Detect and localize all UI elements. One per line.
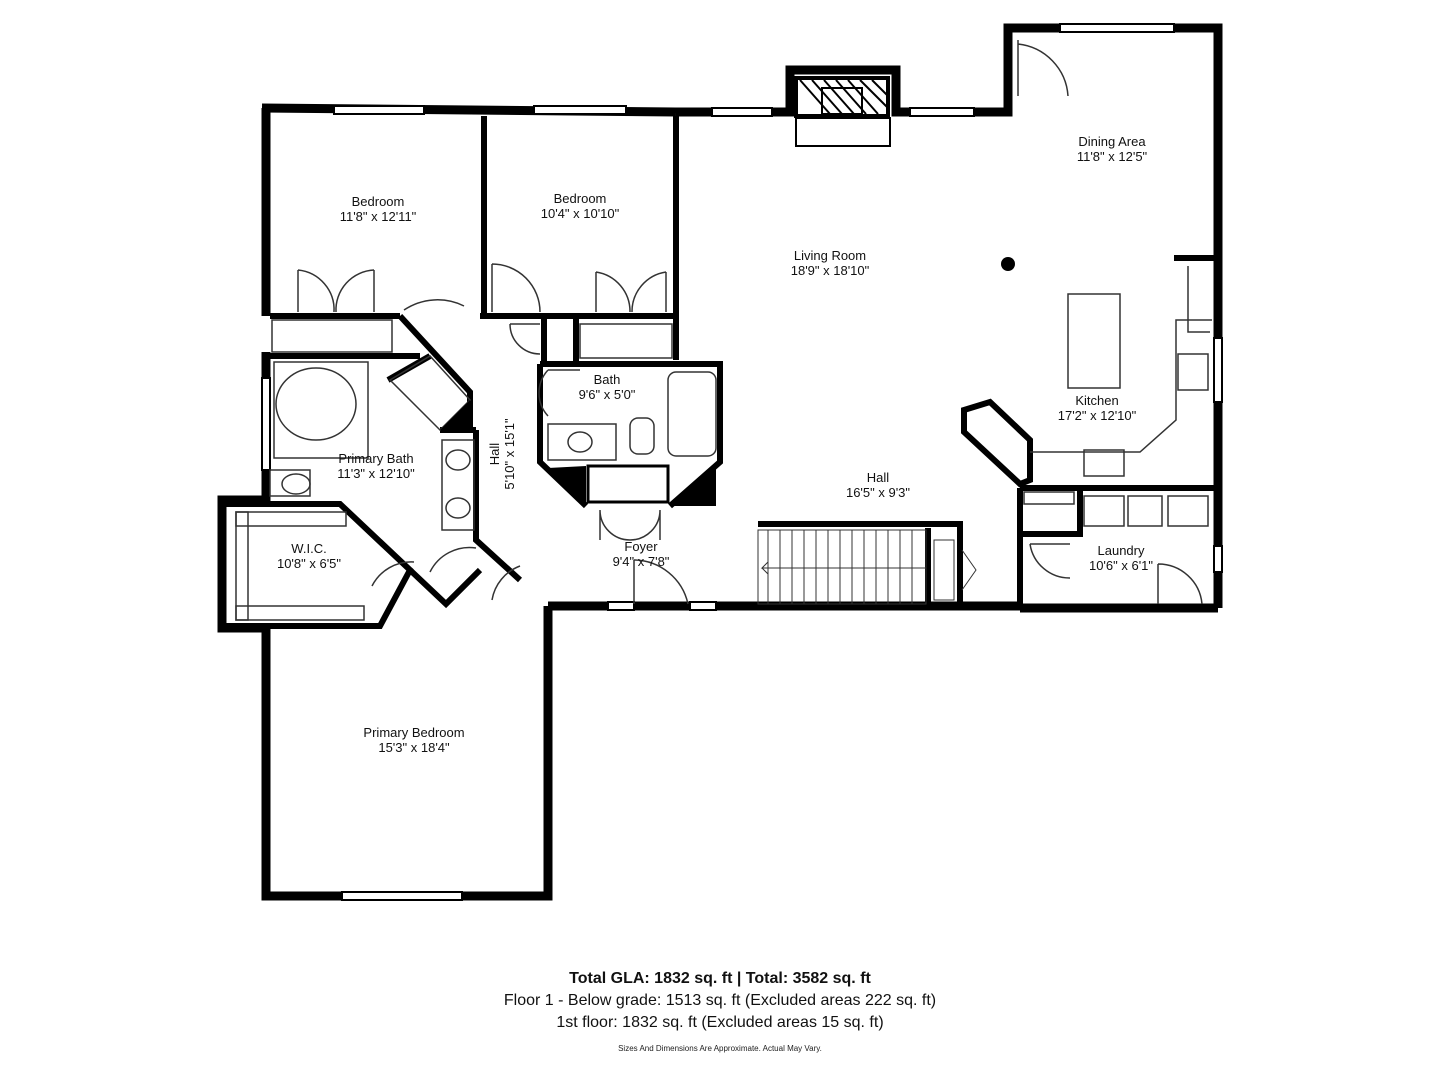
fixture-accents [440, 257, 1015, 506]
room-label-bath: Bath 9'6" x 5'0" [579, 372, 636, 402]
room-label-laundry: Laundry 10'6" x 6'1" [1089, 543, 1153, 573]
room-name: Primary Bedroom [363, 725, 465, 740]
room-dimensions: 5'10" x 15'1" [502, 418, 517, 490]
room-label-hall-vertical: Hall 5'10" x 15'1" [487, 418, 517, 489]
fireplace [794, 76, 891, 147]
room-name: Hall [866, 470, 890, 485]
room-name: Primary Bath [338, 451, 414, 466]
room-label-bedroom: Bedroom 11'8" x 12'11" [340, 194, 417, 224]
room-label-primary-bedroom: Primary Bedroom 15'3" x 18'4" [363, 725, 464, 755]
room-dimensions: 15'3" x 18'4" [378, 740, 450, 755]
room-name: Bedroom [351, 194, 405, 209]
room-label-primary-bath: Primary Bath 11'3" x 12'10" [337, 451, 415, 481]
room-dimensions: 10'8" x 6'5" [276, 556, 342, 571]
below-grade-area-line: Floor 1 - Below grade: 1513 sq. ft (Excl… [503, 992, 937, 1009]
total-area-line: Total GLA: 1832 sq. ft | Total: 3582 sq.… [569, 970, 871, 987]
room-dimensions: 11'8" x 12'5" [1076, 149, 1148, 164]
room-label-living-room: Living Room 18'9" x 18'10" [791, 248, 870, 278]
room-dimensions: 9'4" x 7'8" [612, 554, 670, 569]
room-name: Kitchen [1075, 393, 1119, 408]
first-floor-area-line: 1st floor: 1832 sq. ft (Excluded areas 1… [556, 1014, 884, 1031]
room-name: Foyer [624, 539, 658, 554]
room-name: Bath [593, 372, 621, 387]
room-dimensions: 10'4" x 10'10" [540, 206, 620, 221]
room-dimensions: 17'2" x 12'10" [1057, 408, 1137, 423]
stairs [757, 529, 977, 605]
windows [261, 23, 1223, 901]
room-label-hall: Hall 16'5" x 9'3" [846, 470, 910, 500]
room-dimensions: 18'9" x 18'10" [790, 263, 870, 278]
room-label-wic: W.I.C. 10'8" x 6'5" [277, 541, 341, 571]
room-dimensions: 10'6" x 6'1" [1088, 558, 1154, 573]
room-name: Dining Area [1078, 134, 1146, 149]
room-dimensions: 16'5" x 9'3" [845, 485, 911, 500]
room-label-kitchen: Kitchen 17'2" x 12'10" [1058, 393, 1137, 423]
room-label-dining-area: Dining Area 11'8" x 12'5" [1077, 134, 1147, 164]
room-dimensions: 11'3" x 12'10" [337, 466, 415, 481]
room-name: Living Room [793, 248, 867, 263]
interior-walls [226, 116, 1214, 629]
doors [297, 40, 1203, 605]
disclaimer: Sizes And Dimensions Are Approximate. Ac… [618, 1044, 822, 1053]
room-name: Bedroom [553, 191, 607, 206]
room-name: Hall [487, 442, 502, 466]
area-summary: Total GLA: 1832 sq. ft | Total: 3582 sq.… [0, 968, 1440, 1034]
room-name: Laundry [1097, 543, 1145, 558]
room-dimensions: 11'8" x 12'11" [339, 209, 417, 224]
room-label-foyer: Foyer 9'4" x 7'8" [613, 539, 670, 569]
room-label-bedroom-2: Bedroom 10'4" x 10'10" [541, 191, 620, 221]
room-name: W.I.C. [291, 541, 327, 556]
room-dimensions: 9'6" x 5'0" [578, 387, 636, 402]
fixtures [235, 266, 1212, 621]
